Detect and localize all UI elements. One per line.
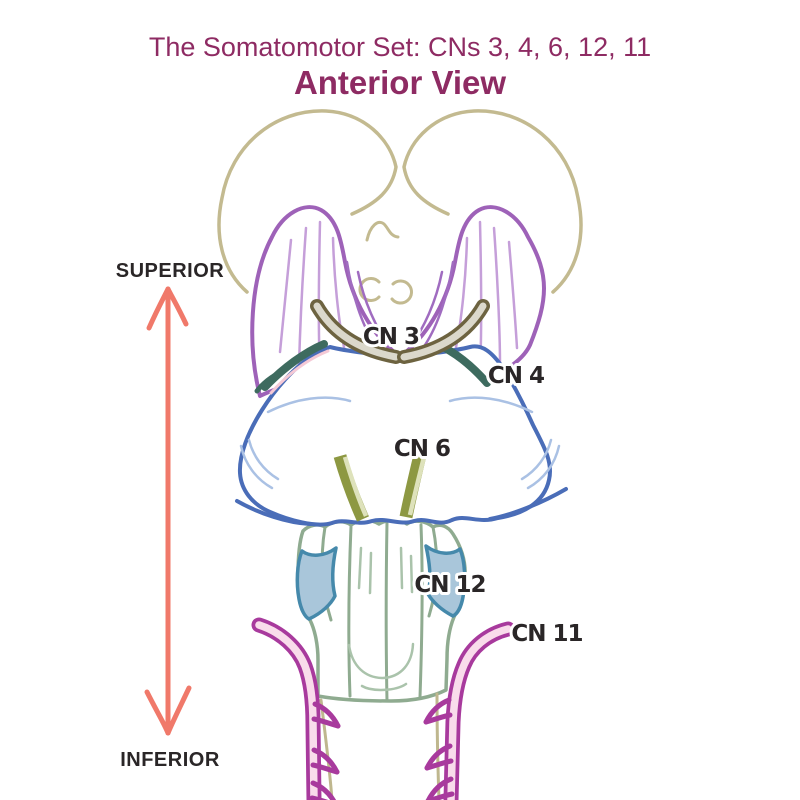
cn11-band-left-fill <box>255 621 318 800</box>
pons-body <box>237 344 552 527</box>
cn6-label: CN 6 <box>394 436 450 462</box>
decussation-curve <box>347 642 415 680</box>
page-subtitle: Anterior View <box>294 64 506 101</box>
pons <box>235 344 568 527</box>
mammillary-body-right <box>390 279 413 305</box>
cord-edge-left <box>319 698 334 800</box>
arrow-head-up <box>146 286 189 331</box>
cn6-band-right-outline <box>399 453 427 519</box>
cn12-label: CN 12 <box>414 572 485 598</box>
cn6-band-right-stripe <box>407 456 427 516</box>
cn6-abducens-nerve <box>333 453 427 522</box>
cn4-band-left <box>261 340 328 391</box>
cn11-rootlets-left <box>309 701 341 800</box>
cn3-band-right-fill <box>400 302 487 361</box>
cn3-band-left-fill <box>313 302 400 361</box>
cerebrum-right-lobe <box>402 109 583 294</box>
cn6-band-left-stripe <box>342 456 369 517</box>
pyramid-right-edge <box>418 523 424 699</box>
cn11-label: CN 11 <box>511 621 582 647</box>
pons-light-curves <box>239 396 561 490</box>
cn4-label: CN 4 <box>488 363 544 389</box>
cn6-band-left-outline <box>333 454 369 522</box>
medulla-midline <box>384 520 389 703</box>
superior-label: SUPERIOR <box>116 260 225 282</box>
hypothalamic-structures <box>358 220 413 305</box>
cn12-hypoglossal-nerve <box>295 544 467 621</box>
cn12-fan-left <box>295 546 338 621</box>
spinal-cord-lines <box>319 692 441 800</box>
cn4-pink-line-left <box>269 349 330 395</box>
peduncle-striations-left <box>278 220 392 372</box>
decussation-curve-small <box>360 682 408 692</box>
orientation-arrow <box>144 286 192 736</box>
inferior-label: INFERIOR <box>120 749 220 771</box>
cn3-label: CN 3 <box>363 324 419 350</box>
cn3-oculomotor-nerve <box>310 299 490 364</box>
cn12-fan-right <box>424 544 467 618</box>
cerebrum-left-lobe <box>217 109 398 294</box>
pons-junction-extensions <box>235 487 568 526</box>
infundibulum-squiggle <box>365 220 400 242</box>
pyramid-left-edge <box>347 524 353 698</box>
arrow-head-down <box>144 685 192 736</box>
cerebrum-outline <box>217 109 583 294</box>
cn11-rootlets-right <box>423 697 455 800</box>
cn11-accessory-nerve <box>251 617 516 800</box>
page-title: The Somatomotor Set: CNs 3, 4, 6, 12, 11 <box>149 32 651 62</box>
cn11-band-right-fill <box>447 625 512 800</box>
medulla-light-lines <box>347 546 415 692</box>
cn11-band-right-outline <box>443 621 516 800</box>
cn11-band-left-outline <box>251 617 322 800</box>
cn4-hook-left <box>254 369 284 394</box>
mammillary-body-left <box>358 277 381 302</box>
